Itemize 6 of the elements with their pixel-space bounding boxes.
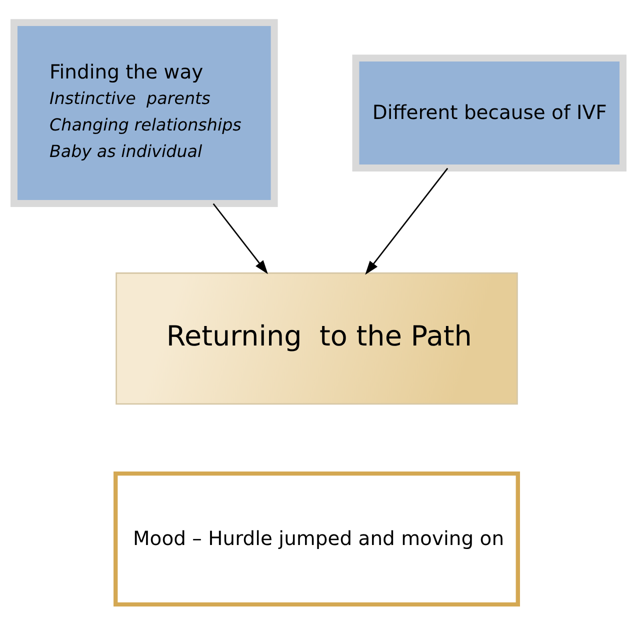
node-box: Finding the way Instinctive parents Changing relationships Baby as individual [10,18,278,206]
node-box: Returning to the Path [116,272,518,404]
node-box: Mood – Hurdle jumped and moving on [114,471,520,606]
arrow [365,167,448,274]
arrow [212,202,268,274]
node-box: Different because of IVF [352,54,626,172]
